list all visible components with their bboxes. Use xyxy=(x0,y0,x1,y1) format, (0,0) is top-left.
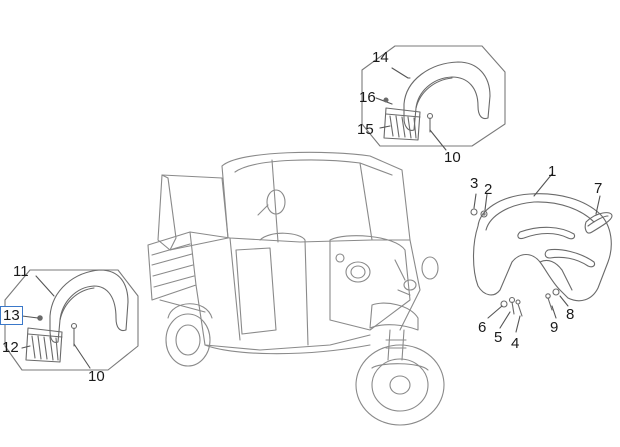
callout-part-10-bottom: 10 xyxy=(88,368,105,385)
callout-part-12: 12 xyxy=(2,339,19,356)
callout-part-4: 4 xyxy=(511,335,520,352)
callout-part-16: 16 xyxy=(359,89,376,106)
callout-part-3: 3 xyxy=(470,175,479,192)
callout-part-13-highlighted[interactable]: 13 xyxy=(0,306,23,325)
callout-part-15: 15 xyxy=(357,121,374,138)
callout-part-9: 9 xyxy=(550,319,559,336)
rear-mudguard-kit-left xyxy=(4,269,139,371)
callout-part-11: 11 xyxy=(13,263,29,280)
front-mudguard-assembly xyxy=(470,173,613,333)
callout-part-5: 5 xyxy=(494,329,503,346)
callout-part-2: 2 xyxy=(484,181,493,198)
callout-part-14: 14 xyxy=(372,49,389,66)
callout-part-10-top: 10 xyxy=(444,149,461,166)
callout-part-1: 1 xyxy=(548,163,557,180)
callout-part-8: 8 xyxy=(566,306,575,323)
rear-mudguard-kit-top xyxy=(361,45,506,151)
three-wheeler-vehicle xyxy=(147,151,445,426)
callout-part-7: 7 xyxy=(594,180,603,197)
callout-part-6: 6 xyxy=(478,319,487,336)
